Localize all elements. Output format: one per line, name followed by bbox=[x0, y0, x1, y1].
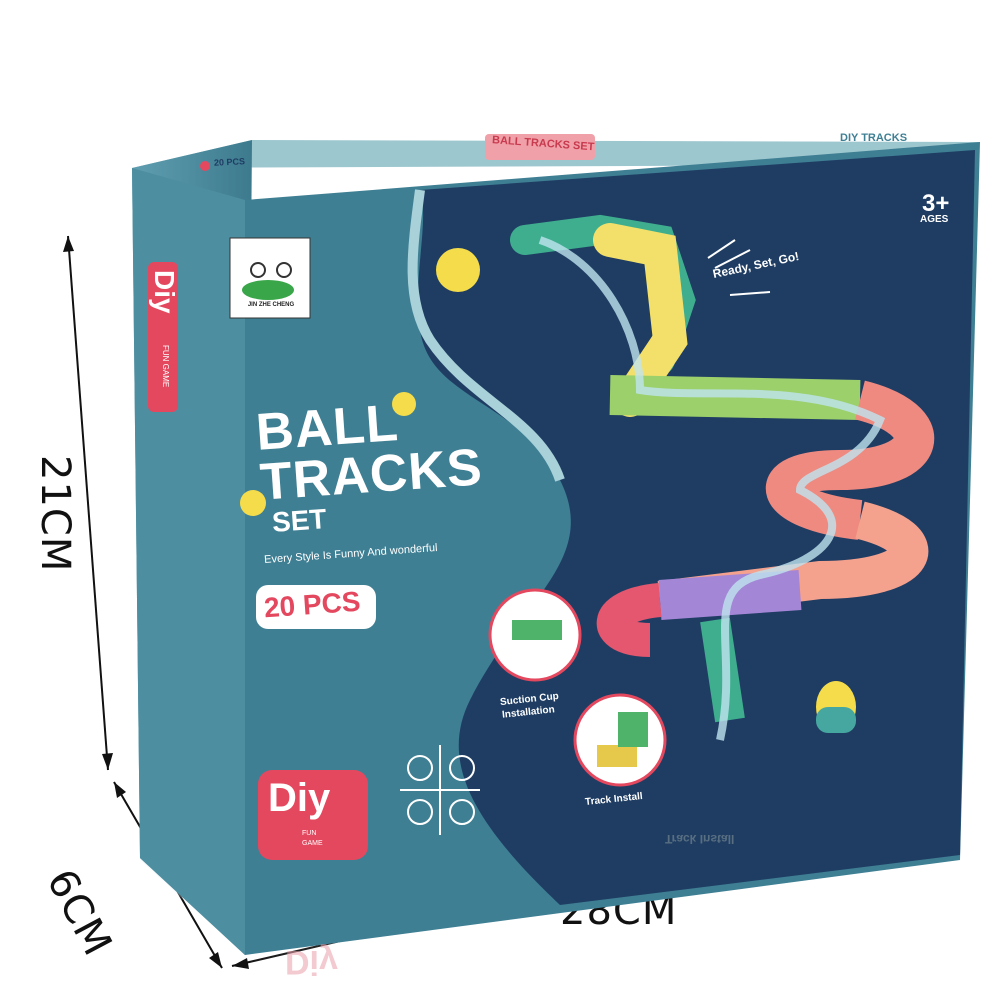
track-coral bbox=[766, 380, 935, 540]
diy-badge-sub-2: GAME bbox=[302, 840, 323, 847]
diy-badge-sub-1: FUN bbox=[302, 830, 317, 837]
wave-highlight bbox=[407, 189, 565, 482]
top-right-text: DIY TRACKS bbox=[840, 132, 908, 144]
track-install-piece bbox=[597, 745, 637, 767]
arrowhead-left-icon bbox=[232, 958, 249, 969]
suction-track-piece bbox=[512, 620, 562, 640]
arrowhead-top-icon bbox=[63, 236, 74, 252]
height-dimension-line bbox=[67, 235, 109, 771]
top-pcs-text: 20 PCS bbox=[213, 156, 246, 168]
side-fun-text: FUN GAME bbox=[161, 345, 170, 388]
emoji-ball-small-icon bbox=[392, 392, 416, 416]
pcs-badge-text: 20 PCS bbox=[263, 585, 362, 624]
side-diy-panel bbox=[148, 262, 178, 412]
speed-lines-icon bbox=[707, 239, 771, 296]
brand-logo-box bbox=[229, 237, 311, 319]
track-pink bbox=[596, 583, 663, 657]
arrowhead-bottom-icon bbox=[102, 753, 113, 770]
diy-badge-text: Diy bbox=[268, 776, 331, 820]
emoji-ball-small-icon-2 bbox=[240, 490, 266, 516]
reflection-text: Track Install bbox=[665, 832, 735, 846]
side-diy-text: Diy bbox=[149, 270, 180, 314]
age-label: AGES bbox=[920, 214, 949, 225]
arrowhead-depth-bottom-icon bbox=[209, 952, 222, 968]
top-dot bbox=[200, 161, 210, 171]
brand-wheel-icon-2 bbox=[276, 262, 292, 278]
feature-icon-3 bbox=[407, 799, 433, 825]
track-peach bbox=[657, 501, 929, 619]
feature-icon-1 bbox=[407, 755, 433, 781]
top-logo-panel bbox=[485, 134, 595, 160]
feature-icon-2 bbox=[449, 755, 475, 781]
emoji-ball-bottom-base bbox=[816, 707, 856, 733]
emoji-ball-icon bbox=[436, 248, 480, 292]
feature-icon-4 bbox=[449, 799, 475, 825]
age-value: 3+ bbox=[922, 190, 950, 217]
pcs-badge-bg bbox=[256, 585, 376, 629]
brand-leaf-icon bbox=[242, 280, 294, 300]
track-install-piece-2 bbox=[618, 712, 648, 747]
reflection-diy: Diy bbox=[285, 943, 338, 981]
title-set: SET bbox=[270, 503, 328, 538]
diy-badge-bg bbox=[258, 770, 368, 860]
brand-name: JIN ZHE CHENG bbox=[247, 302, 295, 308]
feature-icons bbox=[400, 745, 480, 835]
brand-wheel-icon bbox=[250, 262, 266, 278]
arrowhead-depth-top-icon bbox=[114, 782, 126, 798]
water-flow bbox=[538, 236, 886, 741]
track-yellow bbox=[593, 223, 688, 417]
